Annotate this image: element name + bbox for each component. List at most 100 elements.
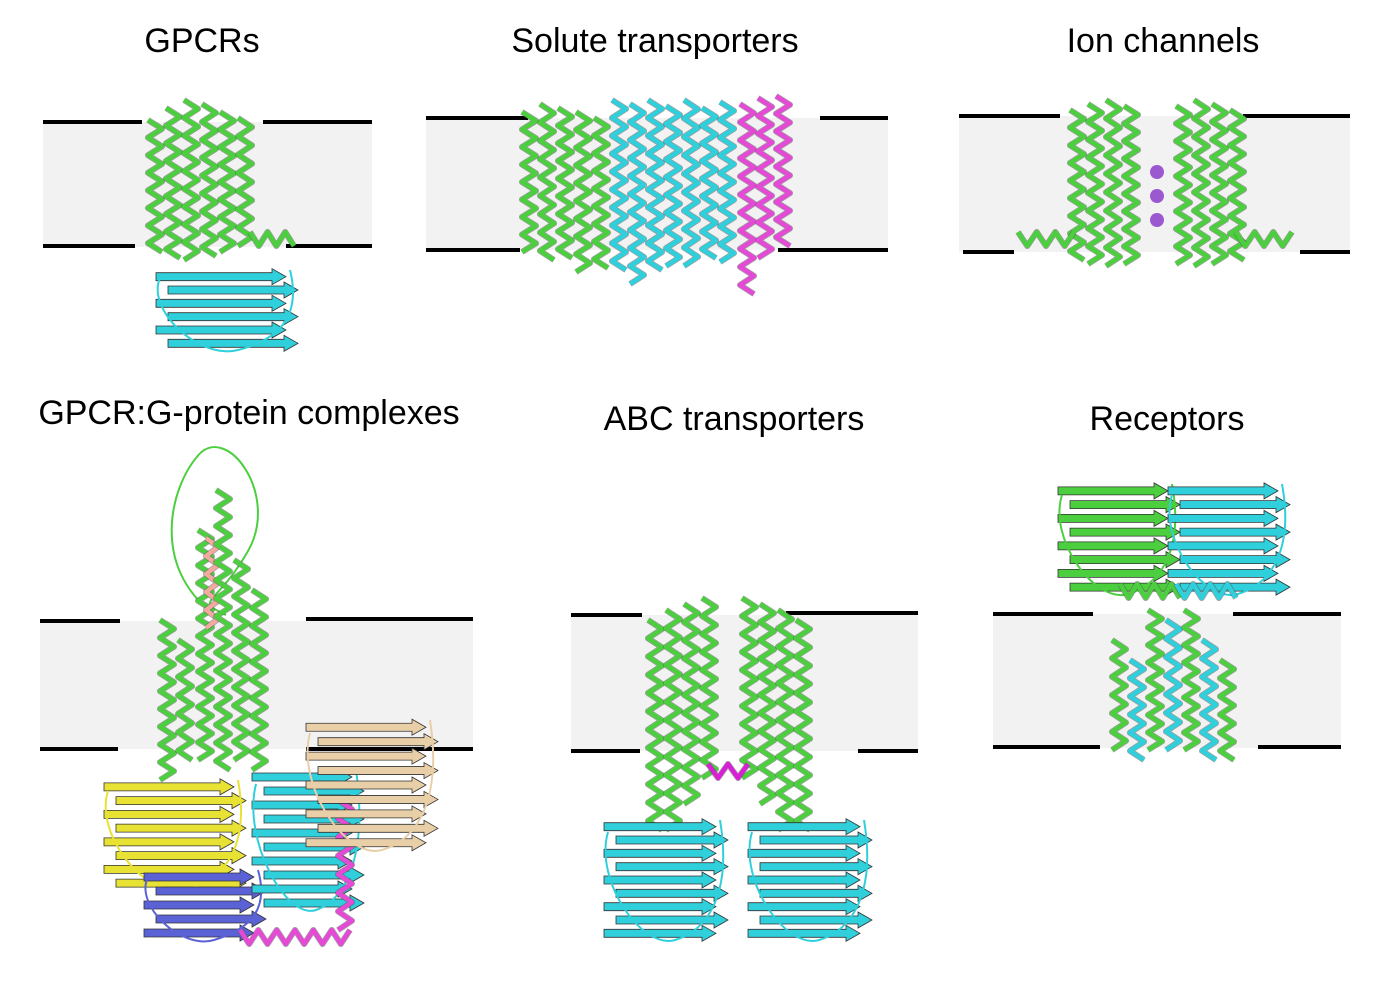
- ion-sphere: [1150, 165, 1164, 179]
- beta-strand: [115, 791, 247, 810]
- alpha-helix: [213, 488, 233, 772]
- beta-strand: [603, 897, 717, 916]
- beta-strand: [1057, 537, 1169, 555]
- alpha-helix: [248, 229, 296, 249]
- coil-loop: [1168, 483, 1287, 597]
- beta-strand: [615, 911, 729, 929]
- panel-title-gpcr-gprotein-complexes: GPCR:G-protein complexes: [38, 394, 460, 432]
- beta-strand: [1057, 482, 1169, 500]
- alpha-helix: [1234, 229, 1294, 249]
- alpha-helix: [1217, 658, 1237, 762]
- alpha-helix: [181, 98, 201, 262]
- beta-strand: [759, 831, 873, 849]
- beta-strand: [759, 884, 873, 903]
- abc-transporter-structure: [603, 595, 873, 943]
- alpha-helix: [1121, 104, 1141, 266]
- panel-gpcr-gprotein-complexes: [40, 446, 473, 947]
- panel-receptors: [993, 482, 1341, 763]
- alpha-helix: [699, 596, 719, 780]
- beta-strand: [603, 924, 717, 943]
- beta-strand: [747, 817, 861, 836]
- beta-strand: [103, 833, 235, 851]
- alpha-helix: [1118, 581, 1182, 601]
- alpha-helix: [755, 96, 775, 260]
- panel-title-solute-transporters: Solute transporters: [511, 22, 799, 60]
- alpha-helix: [163, 106, 183, 260]
- alpha-helix: [1085, 102, 1105, 266]
- panel-ion-channels: [959, 97, 1350, 269]
- alpha-helix: [663, 608, 683, 832]
- gpcr-structure: [145, 97, 299, 353]
- alpha-helix: [175, 638, 195, 762]
- coil-loop: [144, 869, 263, 943]
- panel-gpcrs: [43, 97, 372, 353]
- beta-strand: [305, 805, 427, 823]
- alpha-helix: [757, 602, 777, 806]
- membrane-slab: [959, 116, 1350, 252]
- alpha-helix: [1191, 98, 1211, 268]
- beta-strand: [103, 805, 235, 824]
- alpha-helix: [238, 927, 352, 947]
- panel-title-receptors: Receptors: [1089, 400, 1245, 438]
- beta-strand: [603, 817, 717, 836]
- beta-strand: [603, 871, 717, 889]
- coil-loop: [156, 269, 295, 353]
- gpcr-gprotein-complex-structure: [103, 446, 439, 947]
- alpha-helix: [519, 110, 539, 254]
- alpha-helix: [235, 116, 255, 248]
- alpha-helix: [609, 98, 629, 272]
- alpha-helix: [231, 558, 251, 762]
- beta-strand: [1167, 564, 1279, 583]
- beta-strand: [615, 857, 729, 876]
- beta-strand: [155, 267, 287, 286]
- beta-strand: [747, 924, 861, 943]
- alpha-helix: [681, 98, 701, 268]
- alpha-helix: [699, 106, 719, 260]
- beta-strand: [143, 924, 255, 942]
- beta-strand: [167, 281, 299, 299]
- alpha-helix: [717, 100, 737, 264]
- beta-strand: [305, 776, 427, 794]
- alpha-helix: [1209, 102, 1229, 266]
- alpha-helix: [249, 588, 269, 772]
- beta-strand: [1167, 482, 1279, 500]
- alpha-helix: [157, 618, 177, 782]
- beta-strand: [1179, 523, 1291, 541]
- beta-strand: [103, 778, 235, 796]
- beta-strand: [1057, 509, 1169, 528]
- alpha-helix: [1016, 229, 1076, 249]
- coil-loop: [170, 446, 259, 616]
- alpha-helix: [663, 104, 683, 268]
- alpha-helix: [573, 110, 593, 274]
- alpha-helix: [645, 98, 665, 272]
- beta-strand: [759, 857, 873, 876]
- beta-strand: [747, 897, 861, 916]
- alpha-helix: [1181, 608, 1201, 752]
- ion-channel-structure: [1015, 97, 1295, 269]
- ion-sphere: [1150, 213, 1164, 227]
- alpha-helix: [773, 94, 793, 248]
- beta-strand: [115, 846, 247, 865]
- beta-strand: [155, 294, 287, 313]
- alpha-helix: [737, 102, 757, 296]
- beta-strand: [167, 307, 299, 326]
- alpha-helix: [537, 102, 557, 262]
- alpha-helix: [1127, 658, 1147, 762]
- beta-strand: [1179, 495, 1291, 514]
- beta-strand: [603, 844, 717, 863]
- beta-strand: [317, 790, 439, 809]
- alpha-helix: [145, 118, 165, 254]
- alpha-helix: [1199, 638, 1219, 762]
- alpha-helix: [1103, 98, 1123, 268]
- beta-strand: [155, 321, 287, 339]
- coil-loop: [748, 819, 869, 942]
- alpha-helix: [199, 102, 219, 258]
- beta-strand: [759, 911, 873, 929]
- receptor-structure: [1057, 482, 1291, 763]
- alpha-helix: [627, 102, 647, 286]
- alpha-helix: [775, 608, 795, 832]
- beta-strand: [1069, 523, 1181, 541]
- alpha-helix: [195, 528, 215, 762]
- alpha-helix: [681, 602, 701, 806]
